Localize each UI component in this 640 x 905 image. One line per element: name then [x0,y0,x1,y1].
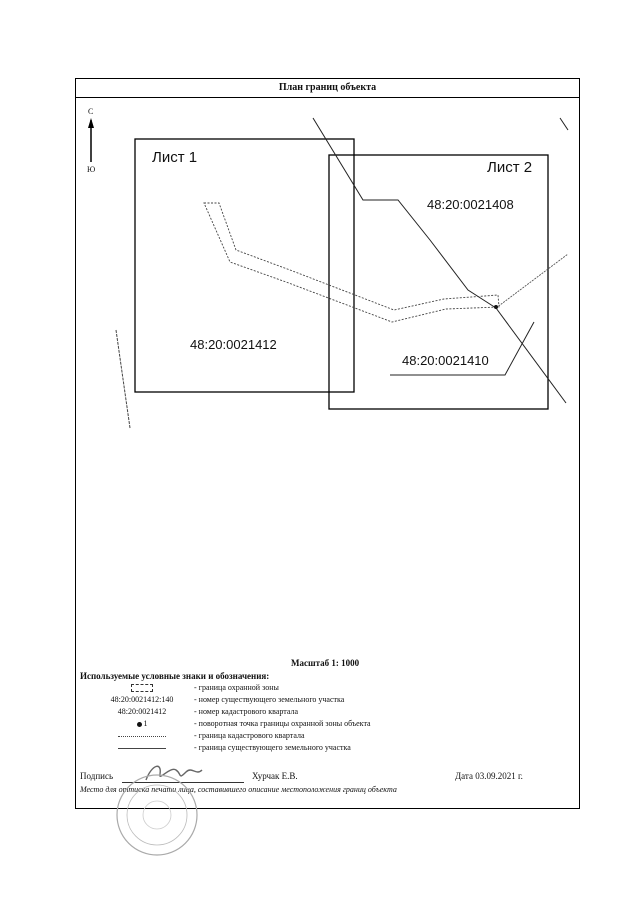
sheet-2-frame [328,154,549,410]
quarter-boundary-line [115,329,131,429]
handwritten-signature [145,765,203,781]
turning-point-marker [494,305,498,309]
cadastral-quarter-label: 48:20:0021410 [402,353,489,368]
legend-item: 48:20:0021412:140 - номер существующего … [110,695,345,704]
label-leader-line [390,321,535,376]
quarter-boundary-line [559,117,569,131]
legend-item: - граница кадастрового квартала [80,731,500,743]
seal-stamp [116,774,198,856]
compass-icon [88,118,94,162]
scale-label: Масштаб 1: 1000 [291,658,360,668]
legend-item: 1 - поворотная точка границы охранной зо… [80,719,500,731]
quarter-boundary-line [495,307,567,404]
turning-point-icon [136,721,142,727]
legend-item: - граница охранной зоны [80,683,500,695]
quarter-boundary-line [312,117,497,309]
page-title: План границ объекта [76,79,579,98]
parcel-boundary-symbol [118,747,166,749]
quarter-boundary-symbol [118,735,166,737]
sheet-1-label: Лист 1 [152,149,198,166]
signature-label: Подпись [80,771,114,781]
zone-boundary-symbol [131,684,153,693]
legend-heading: Используемые условные знаки и обозначени… [80,671,270,681]
quarter-boundary-line [495,253,569,309]
cadastral-quarter-label: 48:20:0021408 [427,197,514,212]
protected-zone-boundary [203,202,500,323]
compass-north-label: С [88,107,94,116]
compass-south-label: Ю [87,165,96,174]
sheet-1-frame [134,138,355,393]
stamp-place-note: Место для оттиска печати лица, составивш… [80,785,397,794]
signature-line [122,782,244,783]
document-date: Дата 03.09.2021 г. [455,771,523,781]
sheet-2-label: Лист 2 [487,159,533,176]
signer-name: Хурчак Е.В. [252,771,298,781]
legend-item: 48:20:0021412 - номер кадастрового кварт… [117,707,299,716]
cadastral-quarter-label: 48:20:0021412 [190,337,277,352]
legend-item: - граница существующего земельного участ… [80,743,500,755]
document-frame: План границ объекта [75,78,580,809]
